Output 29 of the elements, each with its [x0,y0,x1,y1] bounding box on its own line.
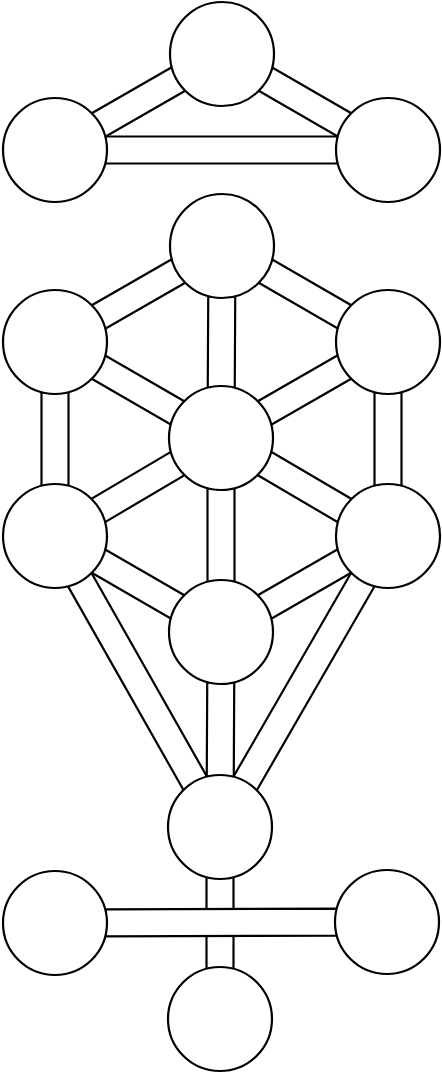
band-connector [206,487,236,583]
band-connector [256,353,353,427]
band-connector [90,257,187,331]
circle-node [333,868,441,976]
band-connector [104,907,338,938]
circle-node [1,482,109,590]
circle-node [166,965,274,1073]
band-connector [205,681,236,778]
circle-node [334,288,442,396]
band-connector [206,295,237,389]
circle-node [334,482,442,590]
band-connector [373,391,403,487]
circle-node [1,96,109,204]
band-connector [89,450,187,524]
band-connector [90,547,186,621]
circle-node [334,96,442,204]
band-connector [255,450,354,524]
circle-node [166,773,274,881]
band-connector [257,257,353,331]
circle-node [168,192,276,300]
circle-node [1,869,109,977]
band-connector [104,135,339,165]
circle-node [168,0,276,108]
band-connector [40,391,70,487]
circle-node [167,384,275,492]
circle-node [1,288,109,396]
band-connector [66,571,209,792]
band-connector [90,353,186,427]
circle-node [167,578,275,686]
